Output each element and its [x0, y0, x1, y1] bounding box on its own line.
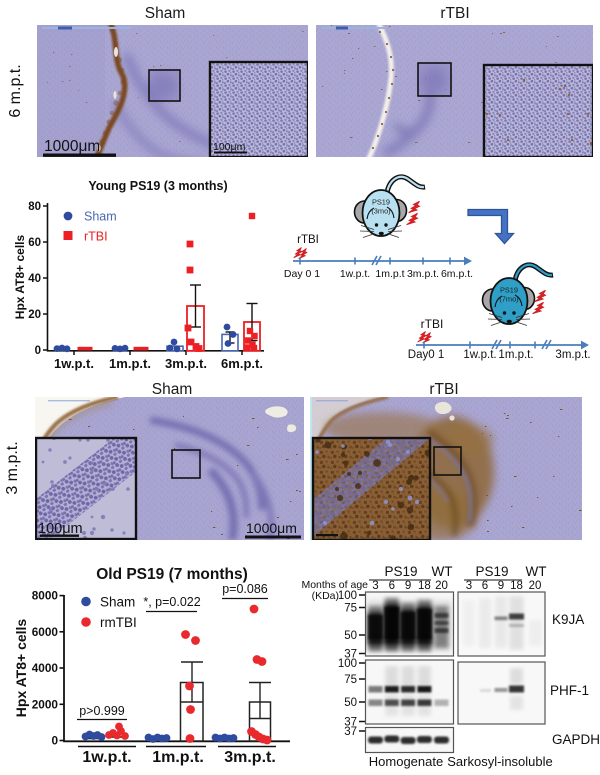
- svg-text:3: 3: [372, 580, 378, 592]
- svg-text:37: 37: [344, 717, 357, 729]
- svg-text:Old PS19 (7 months): Old PS19 (7 months): [96, 566, 248, 583]
- svg-text:20: 20: [435, 580, 448, 592]
- svg-text:1000μm: 1000μm: [44, 138, 100, 155]
- svg-text:20: 20: [529, 580, 542, 592]
- svg-text:3m.p.t.: 3m.p.t.: [407, 268, 439, 280]
- svg-text:Sham: Sham: [84, 210, 117, 224]
- svg-text:1000μm: 1000μm: [246, 520, 297, 536]
- svg-text:rTBI: rTBI: [84, 230, 108, 244]
- svg-text:100: 100: [338, 590, 357, 602]
- svg-text:9: 9: [498, 580, 504, 592]
- svg-text:60: 60: [28, 237, 41, 249]
- svg-text:GAPDH: GAPDH: [552, 732, 600, 747]
- svg-text:K9JA: K9JA: [552, 612, 584, 627]
- svg-text:0: 0: [35, 345, 41, 357]
- svg-text:9: 9: [405, 580, 411, 592]
- svg-text:PS19: PS19: [475, 564, 508, 579]
- svg-text:Sham: Sham: [100, 595, 135, 610]
- svg-text:1w.p.t.: 1w.p.t.: [82, 749, 131, 766]
- svg-text:p=0.086: p=0.086: [222, 582, 268, 596]
- svg-text:100: 100: [338, 658, 357, 670]
- svg-text:Sham: Sham: [152, 381, 193, 398]
- svg-text:18: 18: [510, 580, 523, 592]
- svg-text:1m.p.t.: 1m.p.t.: [152, 749, 204, 766]
- svg-text:Sham: Sham: [145, 5, 186, 22]
- svg-text:6000: 6000: [32, 625, 59, 639]
- svg-text:37: 37: [344, 726, 357, 738]
- svg-text:4000: 4000: [32, 661, 59, 675]
- svg-text:100μm: 100μm: [213, 141, 246, 153]
- svg-text:PS19: PS19: [372, 198, 390, 207]
- svg-text:PS19: PS19: [500, 286, 518, 295]
- svg-text:Sarkosyl-insoluble: Sarkosyl-insoluble: [447, 754, 553, 769]
- svg-text:WT: WT: [526, 564, 547, 579]
- svg-text:3 m.p.t.: 3 m.p.t.: [4, 441, 21, 494]
- svg-text:Hpx AT8+ cells: Hpx AT8+ cells: [13, 234, 27, 319]
- svg-text:(3mo): (3mo): [371, 207, 390, 216]
- svg-text:6m.p.t.: 6m.p.t.: [441, 268, 473, 280]
- svg-text:3: 3: [466, 580, 472, 592]
- svg-text:1m.p.t: 1m.p.t: [375, 268, 404, 280]
- svg-text:rTBI: rTBI: [429, 381, 458, 398]
- svg-text:80: 80: [28, 201, 41, 213]
- svg-text:1m.p.t.: 1m.p.t.: [498, 349, 533, 361]
- svg-text:Young PS19 (3 months): Young PS19 (3 months): [88, 179, 227, 193]
- svg-text:Day 0 1: Day 0 1: [284, 268, 320, 280]
- svg-text:Hpx AT8+ cells: Hpx AT8+ cells: [13, 619, 29, 718]
- svg-text:rTBI: rTBI: [440, 5, 469, 22]
- svg-text:37: 37: [344, 649, 357, 661]
- svg-text:75: 75: [344, 674, 357, 686]
- svg-text:rTBI: rTBI: [421, 317, 444, 331]
- svg-text:PS19: PS19: [384, 564, 417, 579]
- svg-text:PHF-1: PHF-1: [550, 683, 589, 698]
- svg-text:3m.p.t.: 3m.p.t.: [165, 356, 207, 371]
- svg-text:3m.p.t.: 3m.p.t.: [555, 349, 590, 361]
- svg-text:20: 20: [28, 309, 41, 321]
- svg-text:18: 18: [418, 580, 431, 592]
- svg-text:1w.p.t.: 1w.p.t.: [340, 268, 370, 280]
- svg-text:2000: 2000: [32, 697, 59, 711]
- svg-text:0: 0: [51, 734, 58, 748]
- svg-text:rmTBI: rmTBI: [100, 615, 137, 630]
- svg-text:Months of age: Months of age: [301, 579, 368, 591]
- svg-text:*, p=0.022: *, p=0.022: [143, 595, 200, 609]
- svg-text:40: 40: [28, 273, 41, 285]
- svg-text:Homogenate: Homogenate: [369, 754, 443, 769]
- svg-text:6m.p.t.: 6m.p.t.: [221, 356, 263, 371]
- svg-text:rTBI: rTBI: [297, 234, 319, 246]
- svg-text:100μm: 100μm: [38, 521, 83, 537]
- svg-text:p>0.999: p>0.999: [79, 704, 125, 718]
- svg-text:WT: WT: [432, 564, 453, 579]
- svg-text:75: 75: [344, 603, 357, 615]
- svg-text:6: 6: [482, 580, 488, 592]
- svg-text:(7mo): (7mo): [499, 295, 518, 304]
- svg-text:Day0 1: Day0 1: [408, 349, 444, 361]
- svg-text:1m.p.t.: 1m.p.t.: [109, 356, 151, 371]
- svg-text:1w.p.t.: 1w.p.t.: [54, 356, 94, 371]
- svg-text:8000: 8000: [32, 589, 59, 603]
- svg-text:6 m.p.t.: 6 m.p.t.: [7, 64, 24, 117]
- svg-text:50: 50: [344, 697, 357, 709]
- svg-text:1w.p.t.: 1w.p.t.: [463, 349, 496, 361]
- svg-text:(KDa): (KDa): [312, 590, 339, 602]
- svg-text:3m.p.t.: 3m.p.t.: [224, 749, 276, 766]
- svg-text:6: 6: [389, 580, 395, 592]
- svg-text:50: 50: [344, 630, 357, 642]
